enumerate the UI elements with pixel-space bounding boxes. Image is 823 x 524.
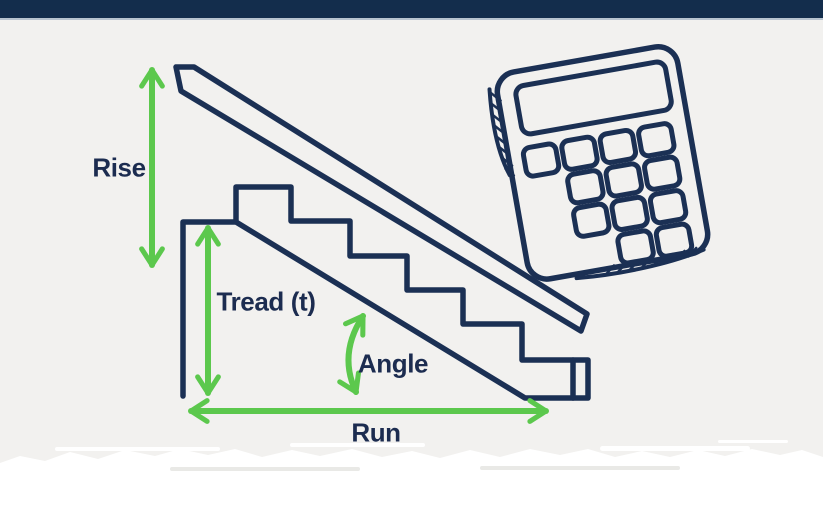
calculator-button	[571, 201, 612, 239]
calculator-button	[559, 134, 600, 172]
torn-streak	[600, 446, 750, 451]
angle-arc-arrow	[337, 313, 366, 395]
staircase-drawing	[173, 64, 591, 401]
angle-label: Angle	[357, 348, 429, 379]
calculator-keypad	[520, 121, 695, 266]
torn-white-area	[0, 449, 823, 524]
calculator-button	[603, 161, 644, 199]
calculator-button	[609, 194, 650, 232]
torn-streak	[55, 447, 220, 451]
rise-label: Rise	[92, 152, 146, 183]
calculator-button	[642, 154, 683, 192]
torn-streak	[480, 466, 680, 470]
calculator-button	[615, 228, 656, 266]
staircase-outline	[180, 184, 591, 401]
torn-streak	[290, 443, 425, 447]
calculator-icon	[487, 44, 711, 282]
calculator-spine-hatching	[489, 91, 516, 177]
top-banner-bar	[0, 0, 823, 20]
calculator-button	[636, 121, 677, 159]
handrail	[173, 64, 590, 334]
calculator-button	[653, 221, 695, 259]
calculator-button	[597, 127, 639, 166]
tread-label: Tread (t)	[216, 286, 316, 317]
torn-streak	[170, 467, 360, 471]
calculator-button	[647, 188, 689, 226]
torn-paper-edge	[0, 440, 823, 524]
calculator-body	[494, 44, 711, 282]
torn-streak	[718, 440, 788, 443]
run-label: Run	[351, 417, 401, 448]
calculator-display	[513, 59, 674, 137]
calculator-button	[565, 168, 606, 206]
calculator-button	[520, 141, 562, 179]
